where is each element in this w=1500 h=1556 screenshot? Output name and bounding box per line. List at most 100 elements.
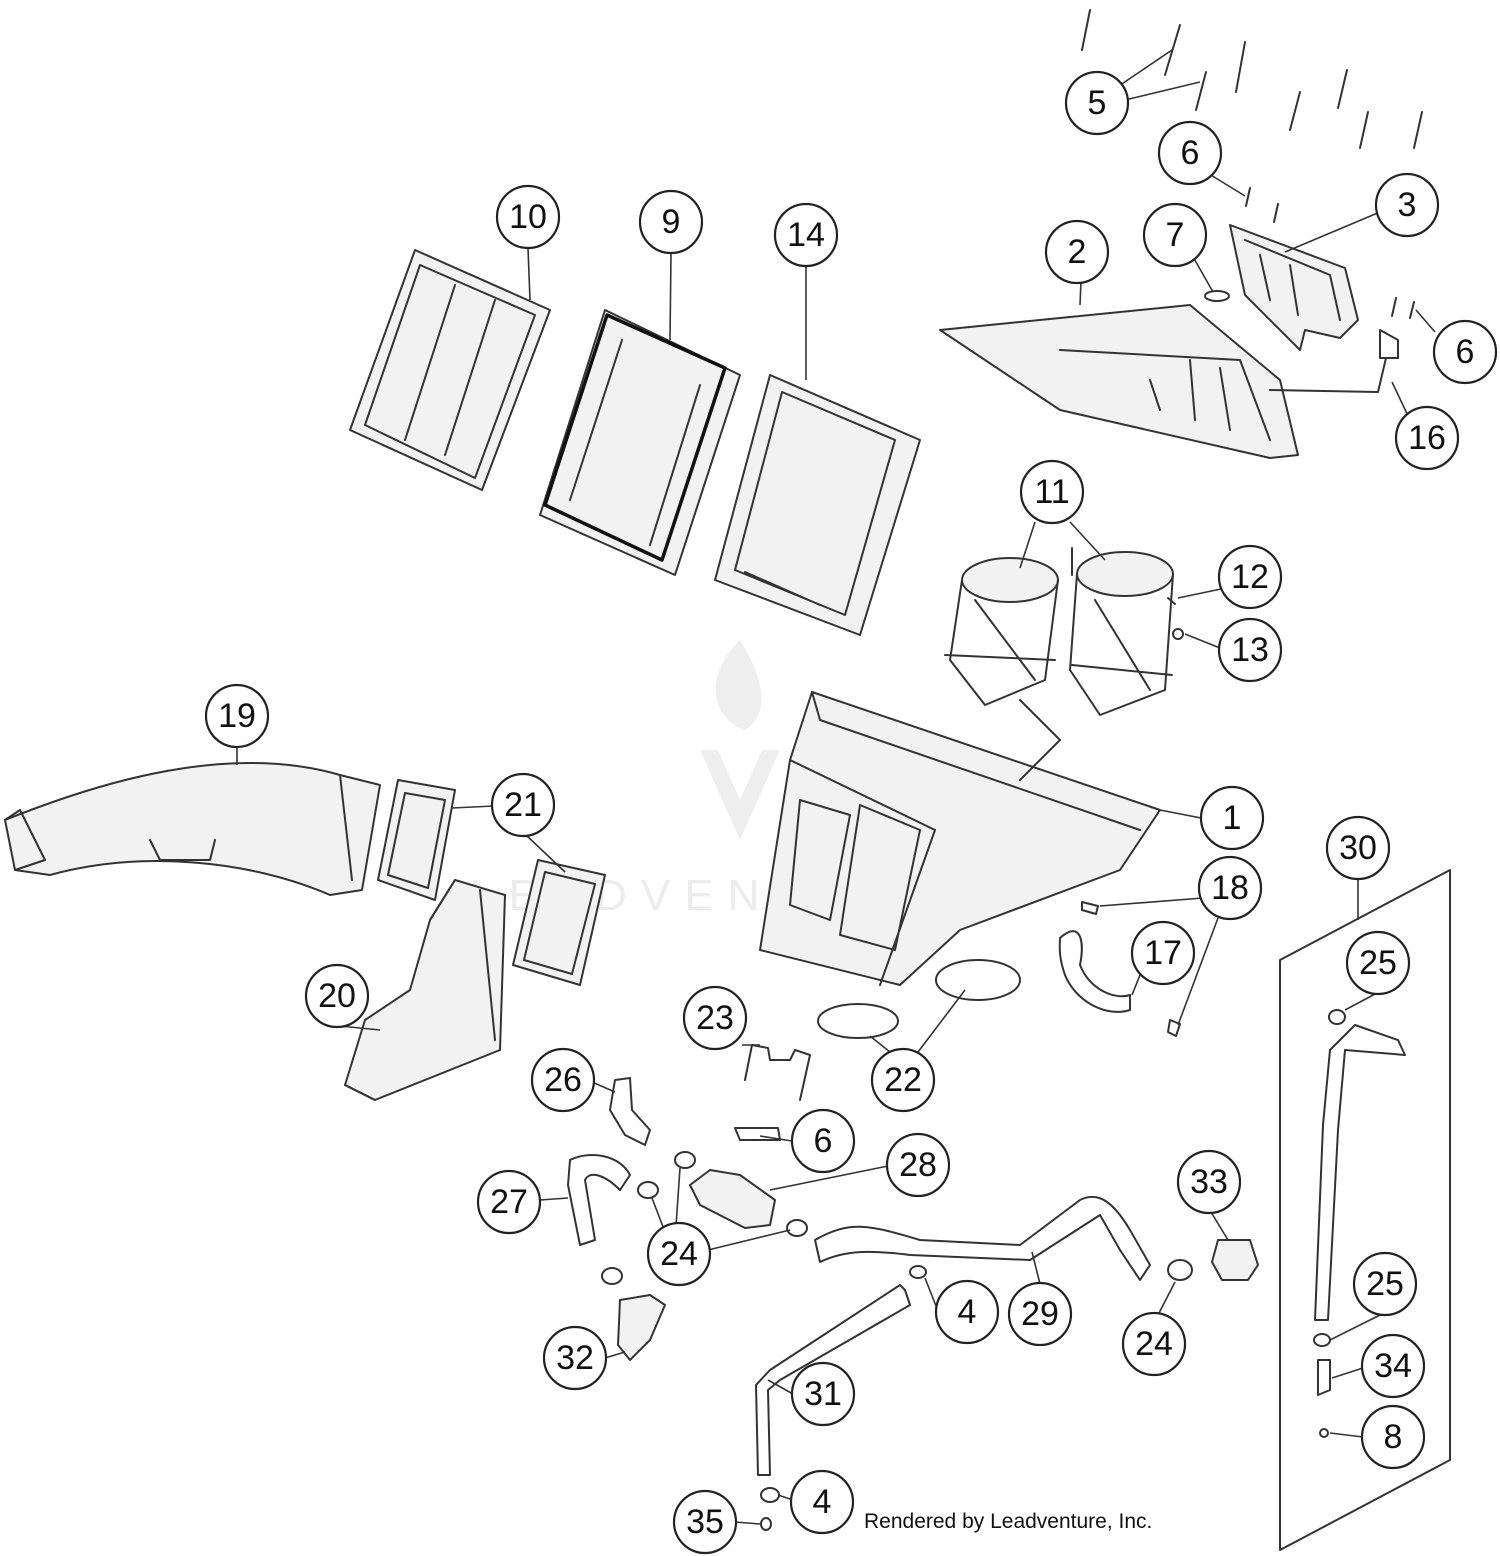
callout-13: 13 [1217,617,1283,683]
callout-33-label: 33 [1190,1163,1228,1201]
callout-19: 19 [204,683,270,749]
callout-12-label: 12 [1231,558,1269,596]
bolts-part-12 [1071,547,1176,605]
callout-24-right-label: 24 [1135,1325,1173,1363]
callout-24-center: 24 [646,1221,712,1287]
callout-6-top: 6 [1157,120,1223,186]
callout-27: 27 [476,1169,542,1235]
callout-35: 35 [672,1489,738,1555]
callout-1-label: 1 [1223,799,1242,837]
valve-part-28 [689,1169,776,1229]
callout-4-lower: 4 [789,1469,855,1535]
render-credit: Rendered by Leadventure, Inc. [864,1510,1153,1533]
callout-16-label: 16 [1408,419,1446,457]
callout-7-label: 7 [1166,216,1185,254]
gasket-part-7 [1204,290,1230,302]
callout-34: 34 [1360,1333,1426,1399]
callout-6-top-label: 6 [1181,134,1200,172]
bracket-part-32 [617,1294,666,1361]
callout-30: 30 [1325,815,1391,881]
plug-part-35 [760,1517,772,1531]
callout-20-label: 20 [318,977,356,1015]
orings-part-13 [1172,628,1184,640]
callout-8-label: 8 [1384,1418,1403,1456]
callout-28: 28 [885,1132,951,1198]
callout-6-right-label: 6 [1456,333,1475,371]
clamps-part-24 [601,1151,1193,1285]
callout-17: 17 [1130,920,1196,986]
clip-part-6-lower [734,1127,781,1141]
callout-26-label: 26 [544,1061,582,1099]
callout-22-label: 22 [884,1061,922,1099]
callout-6-lower-label: 6 [814,1122,833,1160]
airbox-part-1 [759,691,1161,986]
gaskets-part-21 [377,779,606,986]
hose-part-17 [1058,930,1131,1013]
intake-duct-part-19 [4,762,381,896]
callout-19-label: 19 [218,697,256,735]
cover-part-3 [1229,224,1359,351]
callout-28-label: 28 [899,1146,937,1184]
callout-23-label: 23 [696,999,734,1037]
callout-18-label: 18 [1211,869,1249,907]
callout-11: 11 [1019,459,1085,525]
filter-part-10 [349,249,551,491]
callout-26: 26 [530,1047,596,1113]
callout-4-lower-label: 4 [813,1483,832,1521]
callout-25-bottom: 25 [1352,1251,1418,1317]
callout-31-label: 31 [804,1375,842,1413]
hose-part-31 [755,1284,911,1476]
callout-14-label: 14 [787,216,825,254]
callout-25-top-label: 25 [1359,944,1397,982]
leader-lines [236,49,1436,1525]
hose-part-29 [814,1195,1151,1281]
callout-8: 8 [1360,1404,1426,1470]
callout-10: 10 [495,184,561,250]
callout-12: 12 [1217,544,1283,610]
callout-24-center-label: 24 [660,1235,698,1273]
callout-1: 1 [1199,785,1265,851]
callout-18: 18 [1197,855,1263,921]
callout-14: 14 [773,202,839,268]
elbow-hose-part-26 [609,1077,651,1146]
callout-33: 33 [1176,1149,1242,1215]
callout-10-label: 10 [509,198,547,236]
callout-17-label: 17 [1144,934,1182,972]
callout-24-right: 24 [1121,1311,1187,1377]
callout-2-label: 2 [1068,233,1087,271]
callout-3-label: 3 [1398,186,1417,224]
callout-2: 2 [1044,219,1110,285]
callout-30-label: 30 [1339,829,1377,867]
callout-9: 9 [638,189,704,255]
callout-6-right: 6 [1432,319,1498,385]
cap-part-33 [1211,1239,1259,1281]
callout-21-label: 21 [504,786,542,824]
callout-4-upper-label: 4 [958,1293,977,1331]
callout-27-label: 27 [490,1183,528,1221]
callout-16: 16 [1394,405,1460,471]
callout-3: 3 [1374,172,1440,238]
callout-23: 23 [682,985,748,1051]
callout-31: 31 [790,1361,856,1427]
callout-7: 7 [1142,202,1208,268]
seals-part-22 [817,959,1021,1039]
callout-20: 20 [304,963,370,1029]
callout-32-label: 32 [556,1339,594,1377]
callout-35-label: 35 [686,1503,724,1541]
callout-25-top: 25 [1345,930,1411,996]
intake-funnels-part-11 [944,551,1174,716]
intake-duct-part-20 [344,879,506,1101]
airbox-lid-part-2 [939,304,1299,459]
screws-part-6 [1245,187,1415,319]
callout-5: 5 [1064,70,1130,136]
filter-part-9 [539,309,741,576]
screws-part-5 [1081,9,1423,149]
clips-part-18 [1081,901,1181,1037]
callout-22: 22 [870,1047,936,1113]
clip-part-23 [744,1044,811,1101]
callout-34-label: 34 [1374,1347,1412,1385]
sensor-part-16 [1269,329,1399,393]
callout-6-lower: 6 [790,1108,856,1174]
filter-cage-part-14 [714,374,921,636]
